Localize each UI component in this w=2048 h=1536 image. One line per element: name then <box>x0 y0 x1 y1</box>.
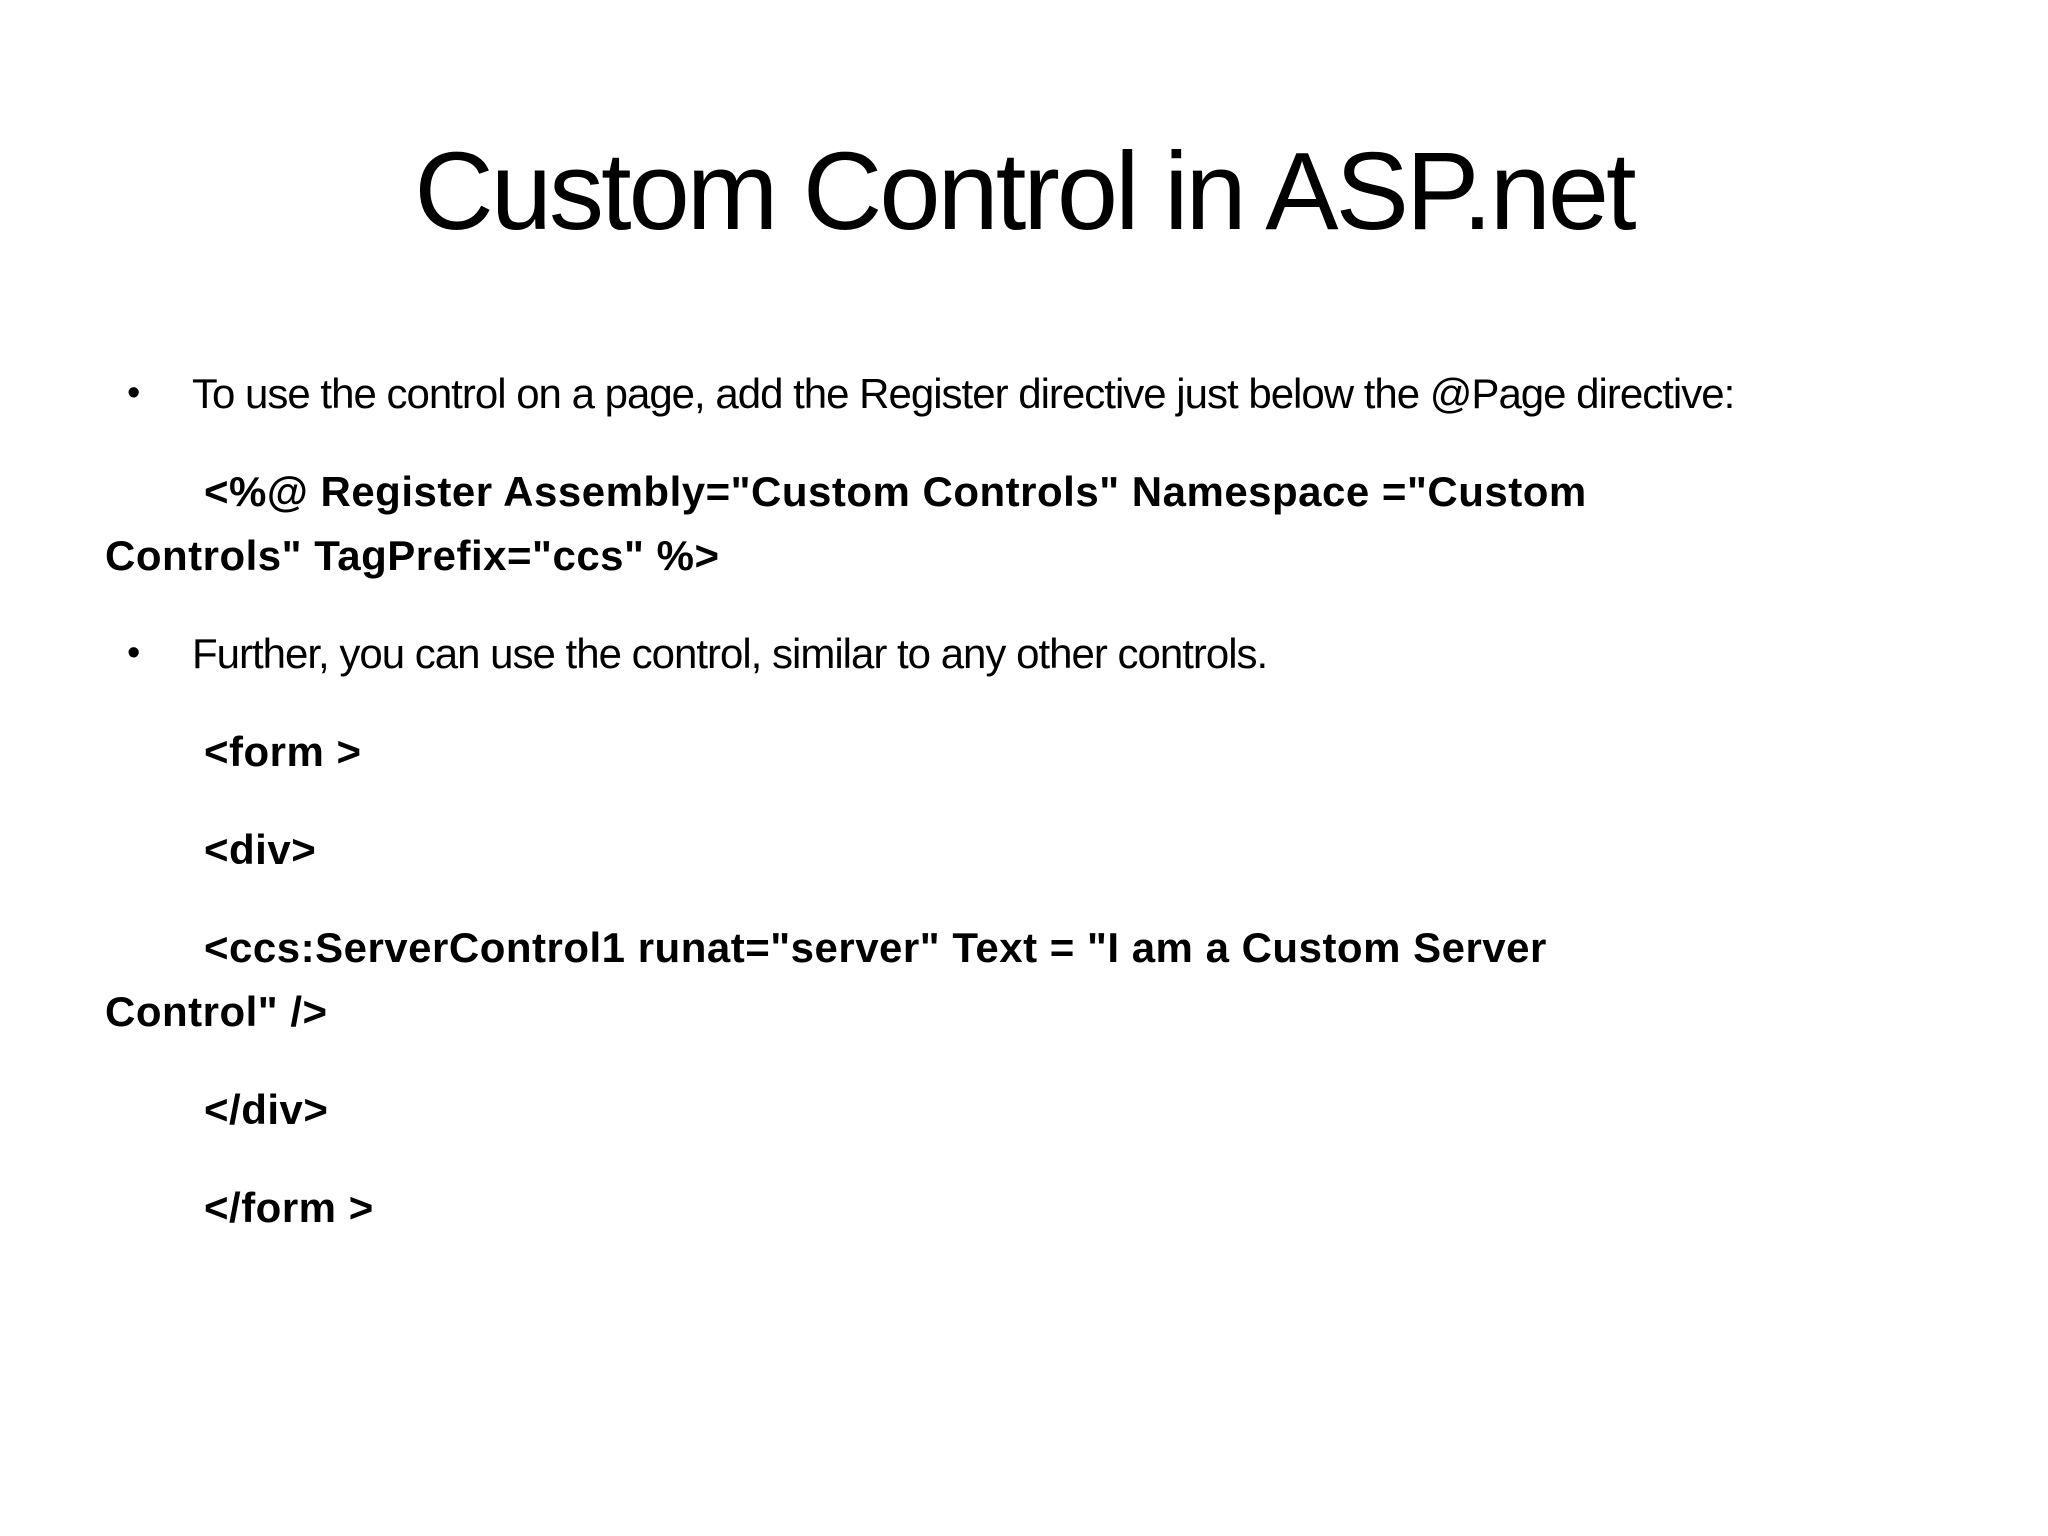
bullet-item-further-use: • Further, you can use the control, simi… <box>105 622 2008 686</box>
bullet-text: To use the control on a page, add the Re… <box>192 370 1735 417</box>
code-server-control-tag: <ccs:ServerControl1 runat="server" Text … <box>105 916 2008 1044</box>
slide-body: • To use the control on a page, add the … <box>105 362 2008 1240</box>
bullet-marker: • <box>127 632 141 674</box>
code-div-close-tag: </div> <box>105 1078 2008 1142</box>
code-line: <div> <box>204 826 317 873</box>
bullet-item-use-control: • To use the control on a page, add the … <box>105 362 2008 426</box>
slide-title: Custom Control in ASP.net <box>414 130 1636 253</box>
bullet-text: Further, you can use the control, simila… <box>192 630 1268 677</box>
code-line: <ccs:ServerControl1 runat="server" Text … <box>204 924 1547 971</box>
code-line: </div> <box>204 1086 329 1133</box>
code-form-open-tag: <form > <box>105 720 2008 784</box>
code-line: <form > <box>204 728 362 775</box>
code-line: </form > <box>204 1184 374 1231</box>
code-register-directive: <%@ Register Assembly="Custom Controls" … <box>105 460 2008 588</box>
bullet-marker: • <box>127 372 141 414</box>
code-line: Controls" TagPrefix="ccs" %> <box>105 532 720 579</box>
code-form-close-tag: </form > <box>105 1176 2008 1240</box>
code-div-open-tag: <div> <box>105 818 2008 882</box>
code-line: Control" /> <box>105 988 328 1035</box>
code-line: <%@ Register Assembly="Custom Controls" … <box>204 468 1587 515</box>
